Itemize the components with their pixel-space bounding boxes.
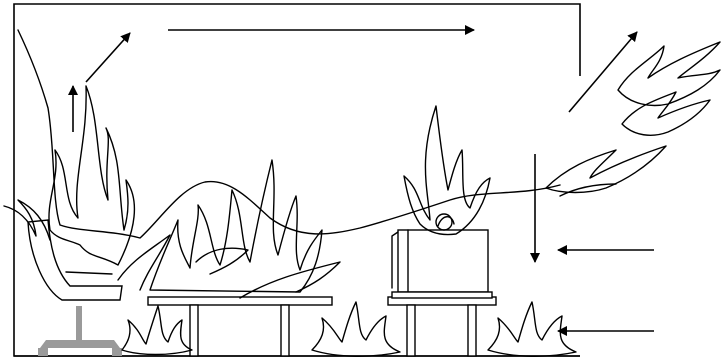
smoke-layer-boundary (18, 30, 560, 238)
right-table-leg-2 (468, 305, 476, 356)
chair-armrest (66, 272, 112, 274)
monitor-flames (404, 106, 490, 235)
outside-flame-lower (546, 146, 666, 193)
chair-flames (4, 86, 170, 290)
floor-fire-middle (312, 302, 400, 356)
chair-wheel-left (38, 348, 48, 356)
outside-flame-top (618, 42, 720, 105)
chair-flame-large (49, 86, 134, 265)
left-table-leg-1 (190, 305, 198, 356)
monitor (392, 230, 492, 298)
monitor-base (392, 292, 492, 298)
right-table (388, 297, 496, 356)
chair-base (40, 340, 120, 348)
monitor-cable-left (392, 232, 398, 288)
table-flame-c (240, 262, 340, 298)
table-flame-a (150, 160, 322, 292)
plume-diagonal-arrow (86, 33, 130, 82)
right-table-leg-1 (407, 305, 415, 356)
table-flame-b (196, 248, 248, 274)
table-flames (150, 160, 340, 298)
chair-pedestal (76, 306, 82, 340)
floor-fire-right (488, 302, 576, 356)
outside-flame-middle (622, 92, 710, 135)
monitor-body (398, 230, 488, 292)
left-table-leg-2 (281, 305, 289, 356)
flow-arrows (73, 30, 654, 331)
outside-flames (546, 42, 720, 196)
burning-chair (28, 220, 122, 356)
chair-flame-right (118, 235, 170, 290)
outside-flame-tail (560, 184, 616, 196)
chair-wheel-right (112, 348, 122, 356)
floor-fire-left (122, 306, 192, 355)
